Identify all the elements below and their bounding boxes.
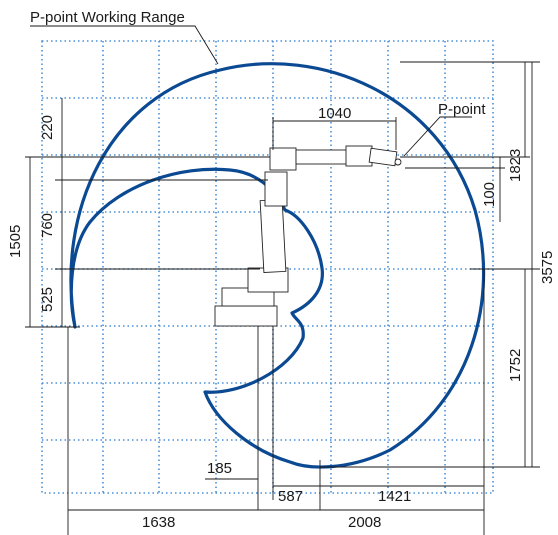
dimension-lines bbox=[25, 25, 540, 535]
dim-left-upper: 1505 bbox=[7, 225, 24, 258]
dim-left-lower: 525 bbox=[39, 287, 56, 312]
dim-top-offset: 220 bbox=[39, 115, 56, 140]
robot-arm bbox=[214, 145, 402, 327]
dim-bottom-right-total: 2008 bbox=[348, 514, 381, 531]
dim-bottom-center: 587 bbox=[278, 488, 303, 505]
dim-right-bottom: 1752 bbox=[507, 349, 524, 382]
dim-bottom-small: 185 bbox=[207, 460, 232, 477]
dim-bottom-left-total: 1638 bbox=[142, 514, 175, 531]
dim-right-top: 1823 bbox=[507, 149, 524, 182]
dim-right-total: 3575 bbox=[539, 251, 556, 284]
dim-arm-reach: 1040 bbox=[318, 105, 351, 122]
dim-bottom-right: 1421 bbox=[378, 488, 411, 505]
dim-left-mid: 760 bbox=[39, 213, 56, 238]
dim-right-small: 100 bbox=[481, 182, 498, 207]
diagram-title: P-point Working Range bbox=[30, 9, 185, 26]
p-point-label: P-point bbox=[438, 101, 486, 118]
working-range-envelope bbox=[69, 62, 486, 469]
